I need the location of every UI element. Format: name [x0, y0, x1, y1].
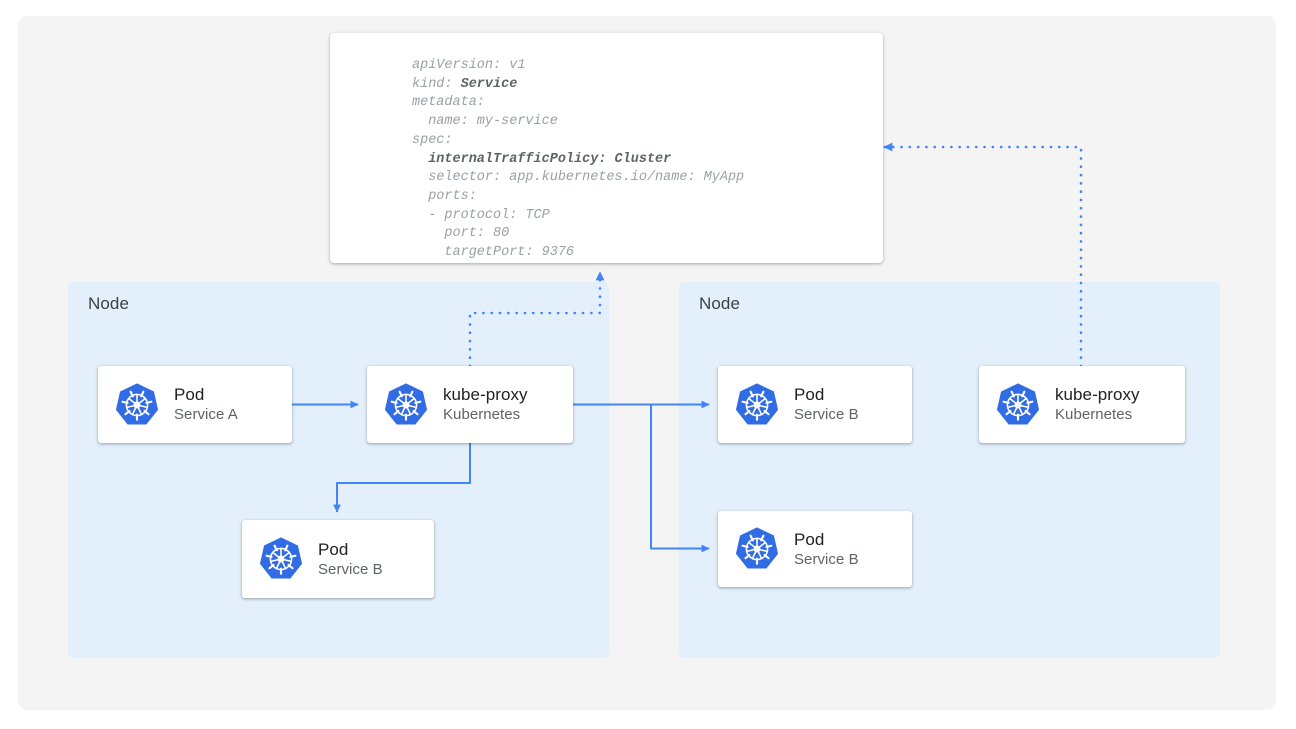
pod-box-service-b-left-node[interactable]: Pod Service B — [242, 520, 434, 598]
manifest-line: internalTrafficPolicy: Cluster — [428, 151, 672, 167]
manifest-line: apiVersion: v1 — [412, 58, 526, 73]
kubernetes-logo-icon — [383, 382, 429, 428]
manifest-line: name: my-service — [428, 114, 558, 130]
node-label-left: Node — [88, 294, 130, 313]
manifest-line: selector: app.kubernetes.io/name: MyApp — [428, 170, 745, 186]
pod-title: Pod — [318, 539, 349, 559]
kube-proxy-subtitle: Kubernetes — [443, 406, 521, 424]
kube-proxy-subtitle: Kubernetes — [1055, 406, 1133, 424]
pod-title: Pod — [174, 385, 205, 405]
kube-proxy-title: kube-proxy — [1055, 385, 1140, 405]
pod-title: Pod — [794, 529, 825, 549]
pod-box-service-b-right-node-bottom[interactable]: Pod Service B — [718, 511, 912, 587]
service-manifest-card: apiVersion: v1 kind: Service metadata: nam… — [330, 33, 883, 263]
manifest-line: targetPort: 9376 — [444, 245, 575, 261]
pod-box-service-b-right-node-top[interactable]: Pod Service B — [718, 366, 912, 443]
node-container-left: Node — [68, 282, 609, 658]
manifest-line: - protocol: TCP — [428, 207, 550, 223]
pod-title: Pod — [794, 385, 825, 405]
manifest-line: ports: — [428, 188, 477, 204]
kubernetes-logo-icon — [995, 382, 1041, 428]
service-manifest-text: apiVersion: v1 kind: Service metadata: nam… — [412, 57, 744, 263]
kubernetes-logo-icon — [258, 536, 304, 582]
manifest-line: spec: — [412, 132, 453, 148]
kubernetes-logo-icon — [114, 382, 160, 428]
kube-proxy-title: kube-proxy — [443, 385, 528, 405]
manifest-line: kind: Service — [412, 76, 518, 92]
kube-proxy-box-left[interactable]: kube-proxy Kubernetes — [367, 366, 573, 443]
kubernetes-logo-icon — [734, 526, 780, 572]
manifest-line: metadata: — [412, 95, 485, 111]
pod-subtitle: Service B — [794, 406, 859, 424]
pod-subtitle: Service B — [794, 550, 859, 568]
pod-subtitle: Service B — [318, 560, 383, 578]
node-label-right: Node — [699, 294, 741, 313]
manifest-line: port: 80 — [444, 226, 510, 242]
kube-proxy-box-right[interactable]: kube-proxy Kubernetes — [979, 366, 1185, 443]
pod-subtitle: Service A — [174, 406, 238, 424]
node-container-right: Node — [679, 282, 1220, 658]
kubernetes-logo-icon — [734, 382, 780, 428]
pod-box-service-a[interactable]: Pod Service A — [98, 366, 292, 443]
